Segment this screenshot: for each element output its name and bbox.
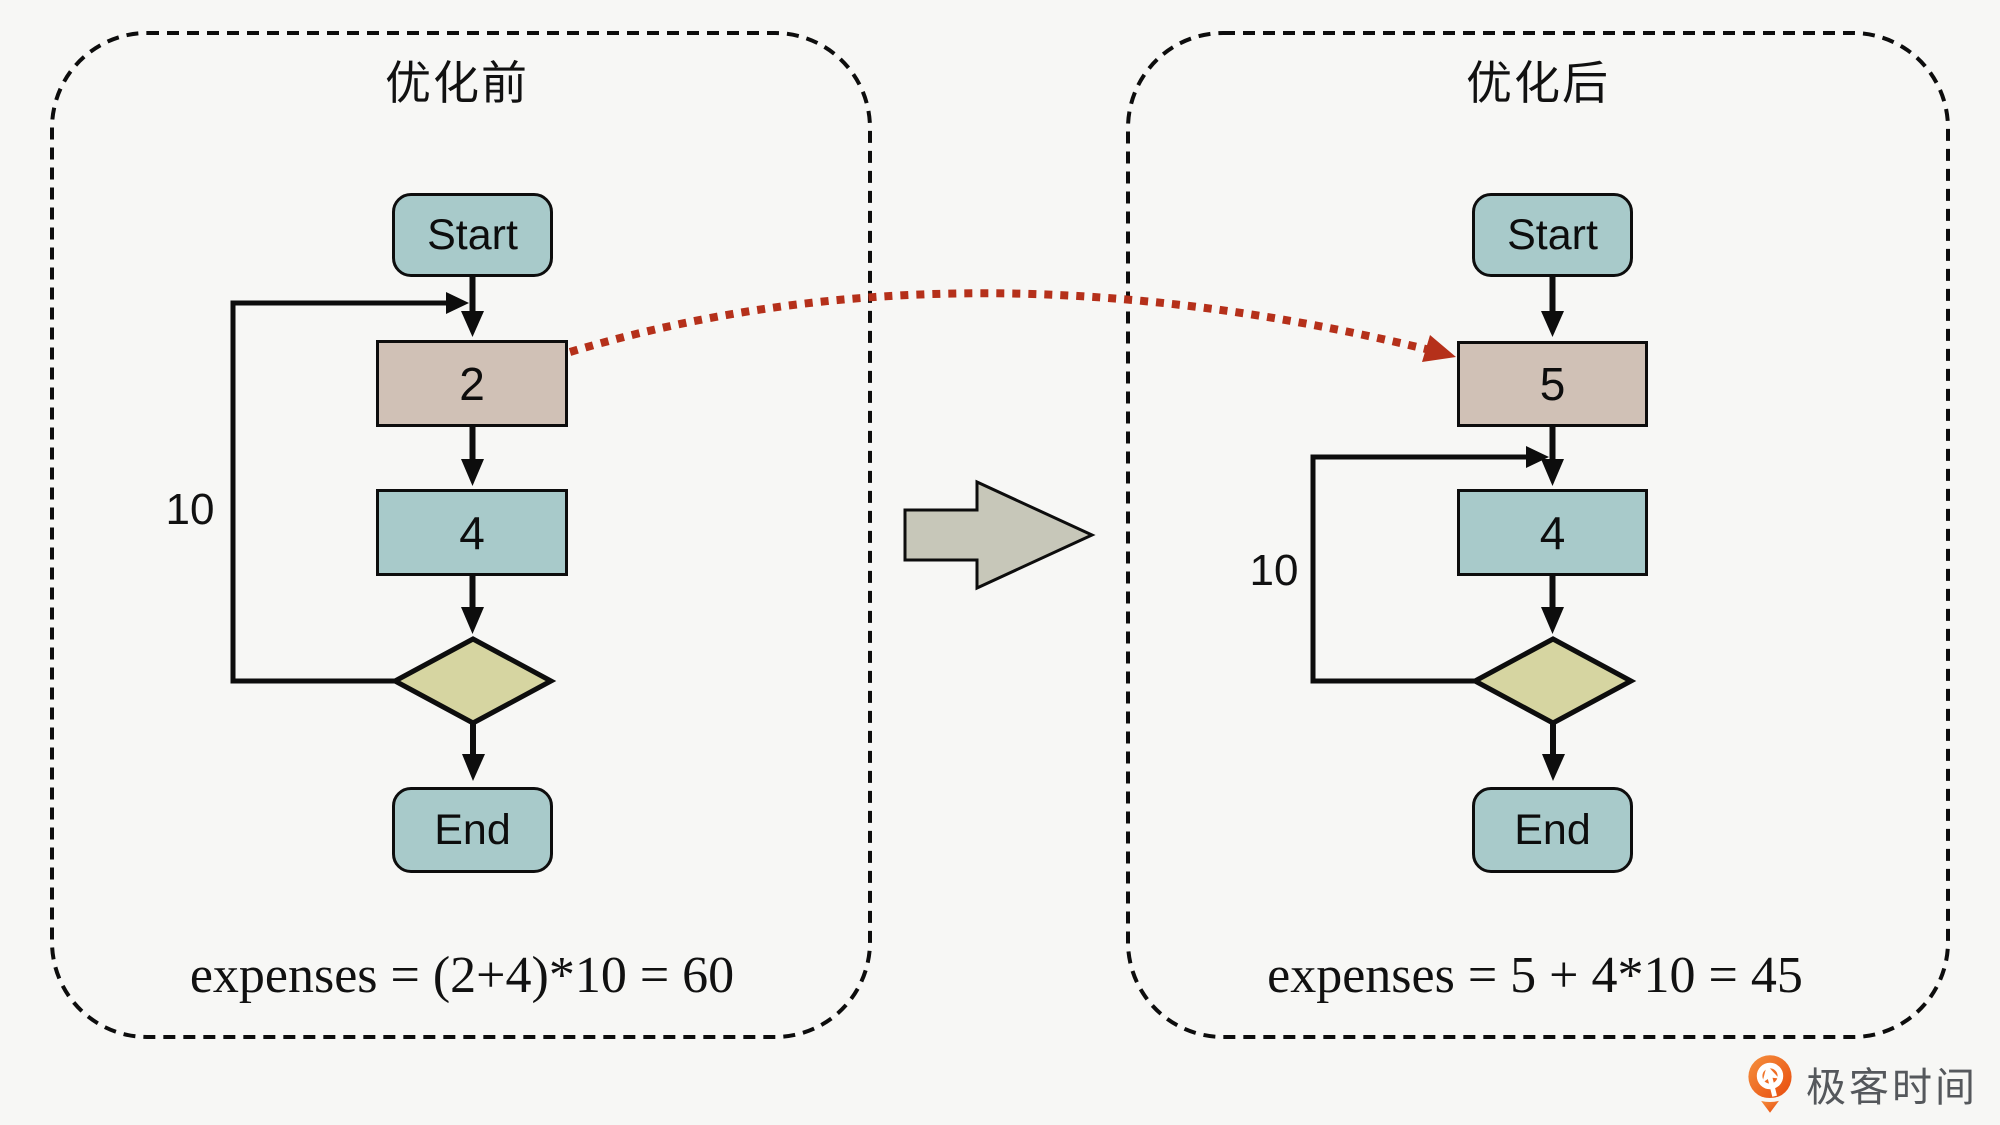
geektime-logo-icon — [1748, 1055, 1792, 1113]
brand-logo: 极客时间 — [1746, 1052, 1978, 1116]
before-stmt1-node: 2 — [376, 340, 568, 427]
panel-before-dashed-border — [50, 31, 872, 1039]
before-flow-arrows — [469, 277, 476, 757]
panel-after-title: 优化后 — [1466, 57, 1610, 109]
before-decision-diamond — [389, 636, 557, 726]
after-loop-back-edge — [1310, 454, 1526, 684]
panel-before-title: 优化前 — [385, 57, 529, 109]
before-loop-back-edge — [230, 300, 446, 684]
after-end-node: End — [1472, 787, 1633, 873]
optimization-red-arrowhead — [1422, 335, 1456, 362]
after-loop-arrowhead — [1526, 446, 1549, 468]
panel-after-dashed-border — [1126, 31, 1950, 1039]
before-loop-count-label: 10 — [165, 485, 215, 534]
after-stmt2-node: 4 — [1457, 489, 1648, 576]
optimization-red-dotted-arrow — [568, 289, 1435, 356]
before-end-node: End — [392, 787, 553, 873]
brand-name: 极客时间 — [1806, 1066, 1978, 1110]
after-loop-count-label: 10 — [1249, 546, 1299, 595]
after-flow-arrows — [1549, 277, 1556, 757]
after-flow-arrowheads — [1541, 311, 1565, 781]
after-expenses-formula: expenses = 5 + 4*10 = 45 — [1267, 946, 1803, 1004]
before-loop-arrowhead — [446, 292, 469, 314]
after-stmt1-node: 5 — [1457, 341, 1648, 427]
before-expenses-formula: expenses = (2+4)*10 = 60 — [189, 946, 735, 1004]
before-stmt2-node: 4 — [376, 489, 568, 576]
after-start-node: Start — [1472, 193, 1633, 277]
transform-block-arrow-icon — [903, 479, 1096, 591]
before-start-node: Start — [392, 193, 553, 277]
before-flow-arrowheads — [461, 311, 485, 781]
after-decision-diamond — [1469, 636, 1637, 726]
